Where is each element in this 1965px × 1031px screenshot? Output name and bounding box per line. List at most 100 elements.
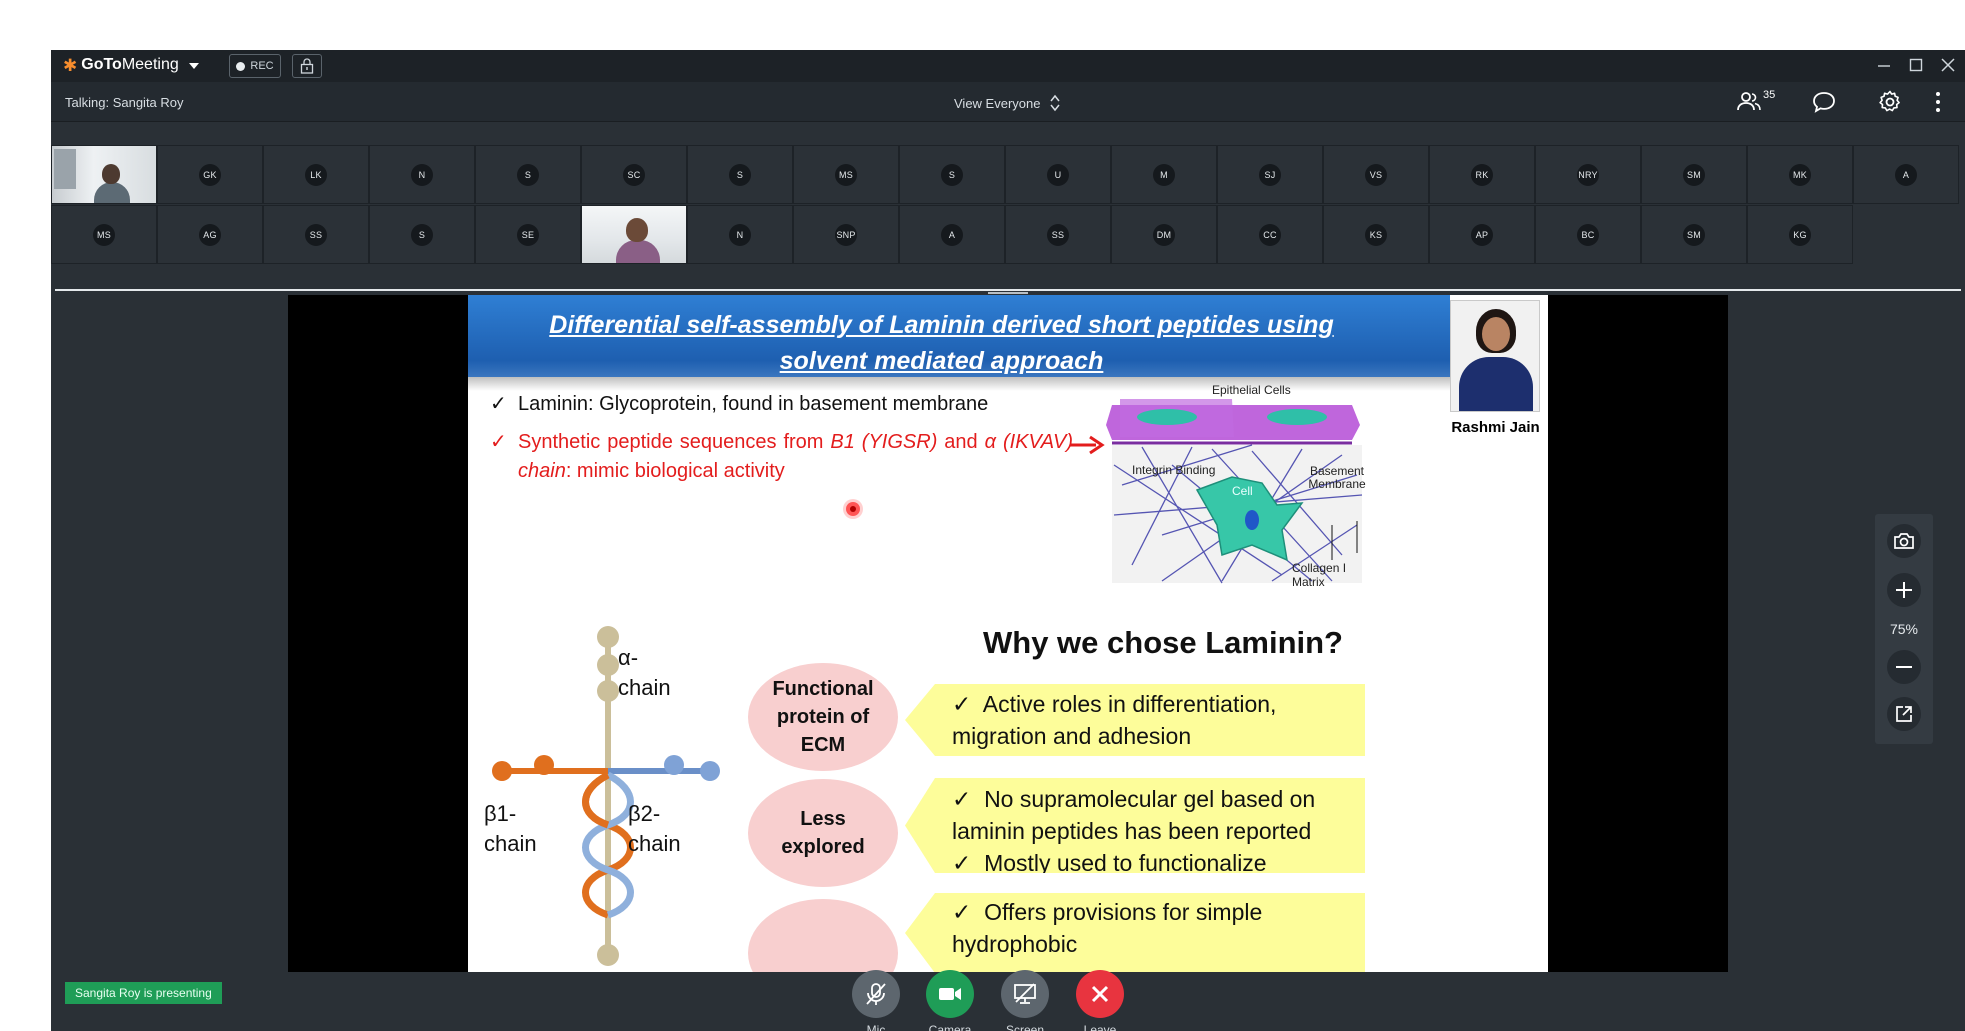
maximize-icon <box>1909 58 1923 72</box>
participant-avatar: S <box>517 163 539 186</box>
participant-tile[interactable]: N <box>369 145 475 204</box>
presenting-banner: Sangita Roy is presenting <box>65 982 222 1004</box>
laser-pointer <box>846 502 860 516</box>
participant-tile[interactable]: A <box>899 205 1005 264</box>
gear-icon <box>1879 90 1900 112</box>
talking-indicator: Talking: Sangita Roy <box>65 95 184 110</box>
participant-tile[interactable]: LK <box>263 145 369 204</box>
title-bar: ✱ GoToMeeting REC <box>51 50 1965 82</box>
participant-tile[interactable]: S <box>899 145 1005 204</box>
zoom-in-button[interactable] <box>1875 573 1933 607</box>
participant-avatar: N <box>729 223 751 246</box>
chevron-down-icon <box>188 63 199 69</box>
why-heading: Why we chose Laminin? <box>983 625 1343 660</box>
red-arrow-icon <box>1070 435 1105 455</box>
shared-screen: Differential self-assembly of Laminin de… <box>288 295 1728 972</box>
participant-tile[interactable]: SS <box>263 205 369 264</box>
participant-tile[interactable]: SE <box>475 205 581 264</box>
leave-label: Leave <box>1083 1023 1117 1031</box>
meeting-controls: Mic Camera Screen <box>851 970 1191 1031</box>
close-icon <box>1091 985 1109 1003</box>
participant-tile[interactable]: M <box>1111 145 1217 204</box>
participant-tile[interactable]: GK <box>157 145 263 204</box>
participant-avatar: RK <box>1471 163 1493 186</box>
zoom-out-button[interactable] <box>1875 650 1933 684</box>
plus-icon <box>1896 582 1912 598</box>
participant-tile[interactable]: S <box>475 145 581 204</box>
participant-tile[interactable]: SM <box>1641 205 1747 264</box>
close-window-button[interactable] <box>1939 54 1957 76</box>
participant-avatar: CC <box>1259 223 1281 246</box>
pop-out-button[interactable] <box>1875 697 1933 731</box>
participant-tile[interactable]: DM <box>1111 205 1217 264</box>
meeting-window: ✱ GoToMeeting REC <box>51 50 1965 1031</box>
settings-button[interactable] <box>1878 90 1902 119</box>
screen-label: Screen <box>1005 1023 1045 1031</box>
active-speaker-video-tile[interactable] <box>581 205 687 264</box>
laminin-structure-diagram: α-chain β1-chain β2-chain <box>482 615 752 972</box>
app-menu-button[interactable]: ✱ GoToMeeting <box>63 56 199 74</box>
more-options-button[interactable] <box>1935 91 1941 118</box>
checkmark-icon: ✓ <box>490 431 507 453</box>
record-label: REC <box>250 60 274 72</box>
participant-tile[interactable]: RK <box>1429 145 1535 204</box>
screen-share-button[interactable]: Screen <box>1000 970 1050 1031</box>
participant-video-tile[interactable] <box>51 145 157 204</box>
presentation-slide: Differential self-assembly of Laminin de… <box>468 295 1548 972</box>
attendees-button[interactable]: 35 <box>1737 89 1775 111</box>
reason-callout: ✓ No supramolecular gel based on laminin… <box>905 778 1365 873</box>
participant-tile[interactable]: U <box>1005 145 1111 204</box>
participant-avatar: VS <box>1365 163 1387 186</box>
participant-avatar: SM <box>1683 223 1705 246</box>
record-button[interactable]: REC <box>229 54 281 78</box>
zoom-panel: 75% <box>1875 514 1933 744</box>
participant-tile[interactable]: MK <box>1747 145 1853 204</box>
maximize-button[interactable] <box>1907 54 1925 76</box>
participant-tile[interactable]: VS <box>1323 145 1429 204</box>
participant-tile[interactable]: MS <box>793 145 899 204</box>
gotomeeting-logo-icon: ✱ <box>63 55 78 75</box>
participant-avatar: DM <box>1153 223 1175 246</box>
participant-tile[interactable]: SJ <box>1217 145 1323 204</box>
participant-tile[interactable]: SC <box>581 145 687 204</box>
participant-tile[interactable]: N <box>687 205 793 264</box>
lock-meeting-button[interactable] <box>292 54 322 78</box>
leave-button[interactable]: Leave <box>1075 970 1125 1031</box>
participant-tile[interactable]: AG <box>157 205 263 264</box>
slide-bullet: ✓Synthetic peptide sequences from B1 (YI… <box>490 428 1080 486</box>
more-vertical-icon <box>1936 92 1940 112</box>
participant-tile[interactable]: SNP <box>793 205 899 264</box>
participant-tile[interactable]: CC <box>1217 205 1323 264</box>
participant-avatar: A <box>1895 163 1917 186</box>
participant-tile[interactable]: NRY <box>1535 145 1641 204</box>
participant-tile[interactable]: MS <box>51 205 157 264</box>
participant-avatar: NRY <box>1577 163 1599 186</box>
mic-button[interactable]: Mic <box>851 970 901 1031</box>
camera-button[interactable]: Camera <box>925 970 975 1031</box>
minimize-button[interactable] <box>1875 54 1893 76</box>
video-camera-icon <box>939 988 961 1000</box>
participant-tile[interactable]: S <box>687 145 793 204</box>
participant-tile[interactable]: A <box>1853 145 1959 204</box>
record-dot-icon <box>236 61 246 71</box>
participant-tile[interactable]: KG <box>1747 205 1853 264</box>
participant-avatar: MS <box>835 163 857 186</box>
resize-handle[interactable] <box>988 292 1028 294</box>
participant-tile[interactable]: KS <box>1323 205 1429 264</box>
reason-callout: ✓ Active roles in differentiation, migra… <box>905 684 1365 756</box>
view-divider <box>55 289 1961 291</box>
slide-title-banner: Differential self-assembly of Laminin de… <box>468 295 1450 377</box>
participant-avatar: SC <box>623 163 645 186</box>
minus-icon <box>1896 666 1912 668</box>
people-icon <box>1737 92 1761 111</box>
participant-tile[interactable]: BC <box>1535 205 1641 264</box>
participant-avatar: SJ <box>1259 163 1281 186</box>
participant-tile[interactable]: SS <box>1005 205 1111 264</box>
participant-tile[interactable]: S <box>369 205 475 264</box>
chat-button[interactable] <box>1812 91 1836 118</box>
participant-tile[interactable]: AP <box>1429 205 1535 264</box>
view-mode-selector[interactable]: View Everyone <box>954 94 1061 112</box>
participant-tile[interactable]: SM <box>1641 145 1747 204</box>
camera-snapshot-icon <box>1894 533 1914 549</box>
snapshot-button[interactable] <box>1875 524 1933 558</box>
